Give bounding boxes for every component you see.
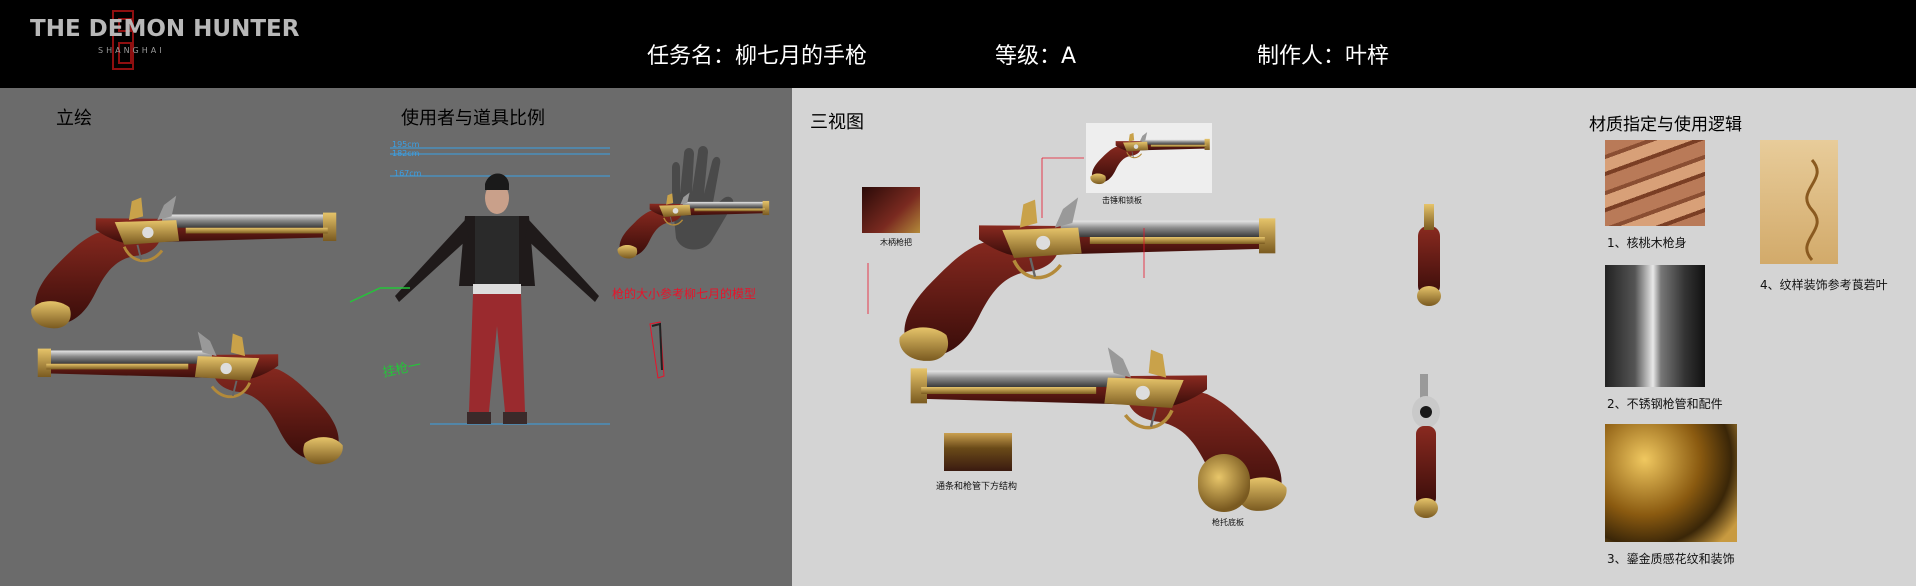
right-panel: 三视图 木柄枪把 击锤和锁板 通条和枪管下方结构 枪托底板 材质指定与使用逻辑 … bbox=[792, 88, 1916, 586]
wood-grip-thumbnail bbox=[862, 187, 920, 233]
logo: THE DEMON HUNTER SHANGHAI bbox=[30, 10, 299, 76]
front-view-vertical bbox=[1417, 204, 1441, 306]
hammer-label: 击锤和锁板 bbox=[1102, 196, 1142, 205]
logo-text: THE DEMON HUNTER bbox=[30, 16, 300, 42]
material-caption: 4、纹样装饰参考莨菪叶 bbox=[1760, 278, 1888, 292]
logo-subtext: SHANGHAI bbox=[98, 46, 165, 55]
material-caption: 3、鎏金质感花纹和装饰 bbox=[1607, 552, 1735, 566]
left-panel: 立绘 使用者与道具比例 195cm 182cm 167cm 挂枪一 枪的大小 bbox=[0, 88, 792, 586]
rear-view-vertical bbox=[1412, 374, 1440, 518]
buttplate-thumbnail bbox=[1198, 454, 1250, 512]
pistol-illustration-left bbox=[28, 324, 358, 466]
illustration-title: 立绘 bbox=[56, 108, 92, 129]
ramrod-thumbnail bbox=[944, 433, 1012, 471]
steel-material-swatch bbox=[1605, 265, 1705, 387]
material-caption: 1、核桃木枪身 bbox=[1607, 236, 1687, 250]
three-view-title: 三视图 bbox=[810, 112, 864, 133]
character-figure bbox=[395, 173, 599, 424]
buttplate-label: 枪托底板 bbox=[1212, 518, 1244, 527]
level: 等级：A bbox=[995, 44, 1077, 69]
pistol-illustration-right bbox=[29, 194, 338, 330]
pistol-scale-reference bbox=[616, 191, 770, 260]
gilt-material-swatch bbox=[1605, 424, 1737, 542]
holster-guide bbox=[349, 287, 410, 303]
pistol-top-small bbox=[649, 321, 665, 379]
material-caption: 2、不锈钢枪管和配件 bbox=[1607, 397, 1723, 411]
height-mark: 182cm bbox=[392, 149, 420, 158]
height-mark: 195cm bbox=[392, 140, 420, 149]
logo-seal-icon bbox=[112, 10, 134, 70]
scale-title: 使用者与道具比例 bbox=[401, 108, 545, 129]
material-title: 材质指定与使用逻辑 bbox=[1589, 115, 1742, 135]
hammer-thumbnail bbox=[1086, 123, 1212, 193]
author: 制作人：叶梓 bbox=[1257, 44, 1390, 69]
acanthus-reference-swatch bbox=[1760, 140, 1838, 264]
acanthus-pattern-icon bbox=[1805, 158, 1819, 262]
hand-icon bbox=[672, 146, 734, 250]
walnut-material-swatch bbox=[1605, 140, 1705, 226]
wood-grip-label: 木柄枪把 bbox=[880, 238, 912, 247]
header-bar: THE DEMON HUNTER SHANGHAI 任务名：柳七月的手枪 等级：… bbox=[0, 0, 1916, 88]
height-mark: 167cm bbox=[394, 169, 422, 178]
task-name: 任务名：柳七月的手枪 bbox=[647, 44, 868, 69]
scale-note: 枪的大小参考柳七月的模型 bbox=[612, 287, 757, 301]
callout-lines bbox=[867, 157, 1145, 314]
ramrod-label: 通条和枪管下方结构 bbox=[936, 482, 1018, 492]
